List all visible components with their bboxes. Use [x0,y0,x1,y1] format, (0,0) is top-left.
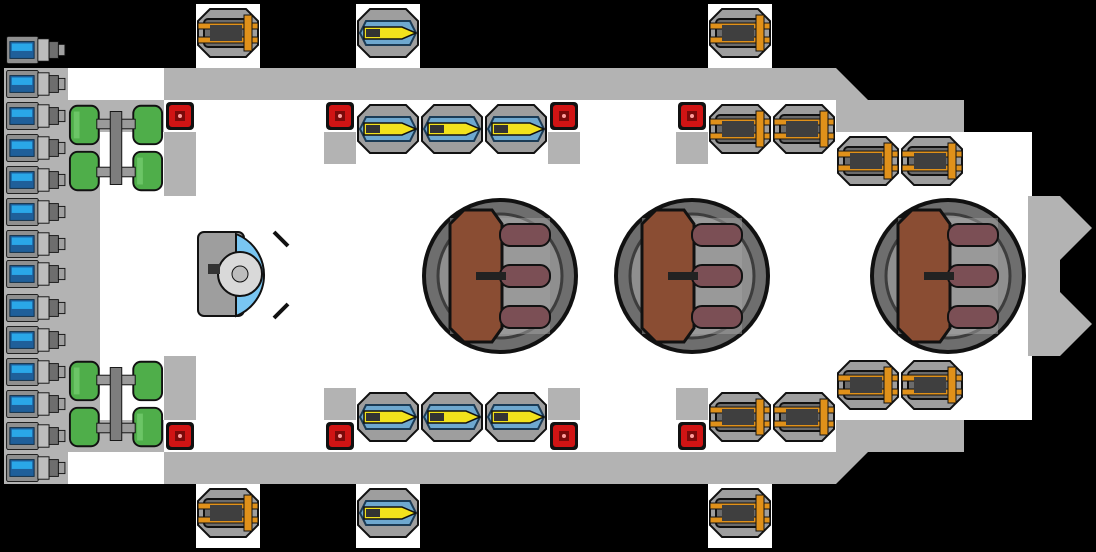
railgun-icon[interactable] [836,135,900,187]
laser-turret-icon[interactable] [484,103,548,155]
heavy-cannon-icon[interactable] [868,196,1028,356]
deck-floor [68,68,164,100]
hull-pillar [548,388,580,420]
hull-pillar [324,132,356,164]
laser-turret-icon[interactable] [356,487,420,539]
power-conduit-icon[interactable] [326,422,354,450]
power-conduit-icon[interactable] [550,102,578,130]
power-conduit-icon[interactable] [550,422,578,450]
heavy-cannon-icon[interactable] [420,196,580,356]
hull-pillar [324,388,356,420]
power-conduit-icon[interactable] [326,102,354,130]
hull-pillar [676,132,708,164]
hull-pillar [676,388,708,420]
laser-turret-icon[interactable] [420,391,484,443]
laser-turret-icon[interactable] [484,391,548,443]
thruster-icon[interactable] [6,36,66,64]
railgun-icon[interactable] [836,359,900,411]
railgun-icon[interactable] [772,391,836,443]
power-conduit-icon[interactable] [678,102,706,130]
railgun-icon[interactable] [708,7,772,59]
hull-pillar [164,388,196,420]
power-conduit-icon[interactable] [166,422,194,450]
deck-floor [68,452,164,484]
railgun-icon[interactable] [900,359,964,411]
laser-turret-icon[interactable] [356,103,420,155]
power-conduit-icon[interactable] [166,102,194,130]
railgun-icon[interactable] [196,487,260,539]
railgun-icon[interactable] [708,103,772,155]
laser-turret-icon[interactable] [356,391,420,443]
power-conduit-icon[interactable] [678,422,706,450]
laser-turret-icon[interactable] [356,7,420,59]
hull-pillar [164,132,196,164]
heavy-cannon-icon[interactable] [612,196,772,356]
railgun-icon[interactable] [772,103,836,155]
railgun-icon[interactable] [900,135,964,187]
laser-turret-icon[interactable] [420,103,484,155]
railgun-icon[interactable] [708,391,772,443]
hull-pillar [548,132,580,164]
railgun-icon[interactable] [708,487,772,539]
railgun-icon[interactable] [196,7,260,59]
